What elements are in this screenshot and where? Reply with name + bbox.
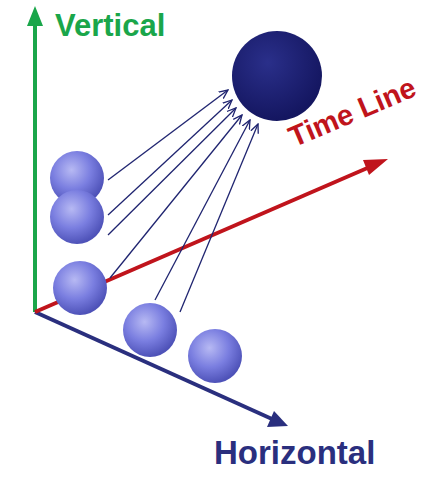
axis-label: Vertical xyxy=(55,10,165,41)
merge-arrows xyxy=(108,90,258,312)
sample-balls xyxy=(50,151,242,383)
axis-arrowhead xyxy=(363,159,388,175)
merged-ball xyxy=(232,31,322,121)
axis-arrowhead xyxy=(27,6,43,26)
axis-label: Horizontal xyxy=(214,436,375,469)
axis-arrowhead xyxy=(267,411,288,427)
vertical-axis xyxy=(33,22,37,312)
